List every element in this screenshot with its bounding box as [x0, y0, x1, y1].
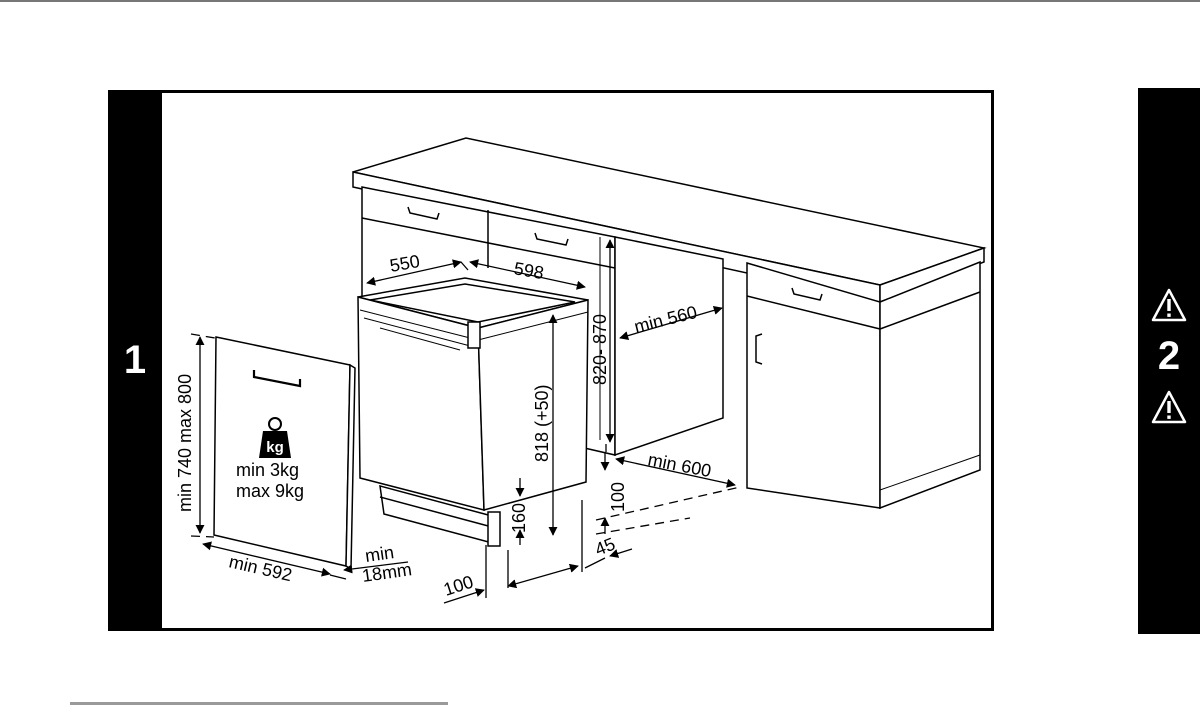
step-bar-left	[108, 90, 162, 631]
panel-weight-min: min 3kg	[236, 460, 299, 480]
step-number-2: 2	[1157, 334, 1181, 378]
warning-triangle-icon	[1151, 390, 1187, 424]
weight-kg-icon: kg	[259, 417, 291, 458]
panel-weight-max: max 9kg	[236, 481, 304, 501]
dimension-160: 160	[509, 503, 529, 533]
top-rule	[0, 0, 1200, 2]
dimension-45: 45	[592, 534, 618, 560]
dimension-min-600: min 600	[646, 449, 713, 481]
dimension-min-label: min	[364, 542, 396, 566]
dimension-100-bottom: 100	[441, 571, 476, 599]
dashed-guide-lines	[190, 333, 741, 538]
dimension-820-870: 820- 870	[590, 314, 610, 385]
dimension-818-plus50: 818 (+50)	[532, 384, 552, 462]
dishwasher	[357, 277, 589, 547]
cabinet-handles	[407, 206, 823, 365]
dimension-100-right: 100	[608, 482, 628, 512]
warning-triangle-icon	[1151, 288, 1187, 322]
dimension-panel-height: min 740 max 800	[175, 374, 195, 512]
step-tab-right	[1138, 88, 1200, 634]
bottom-rule	[70, 702, 448, 705]
dimension-min-592: min 592	[227, 551, 294, 585]
weight-unit-label: kg	[266, 439, 284, 456]
dimension-lines	[195, 239, 736, 604]
step-number-1: 1	[123, 338, 147, 382]
